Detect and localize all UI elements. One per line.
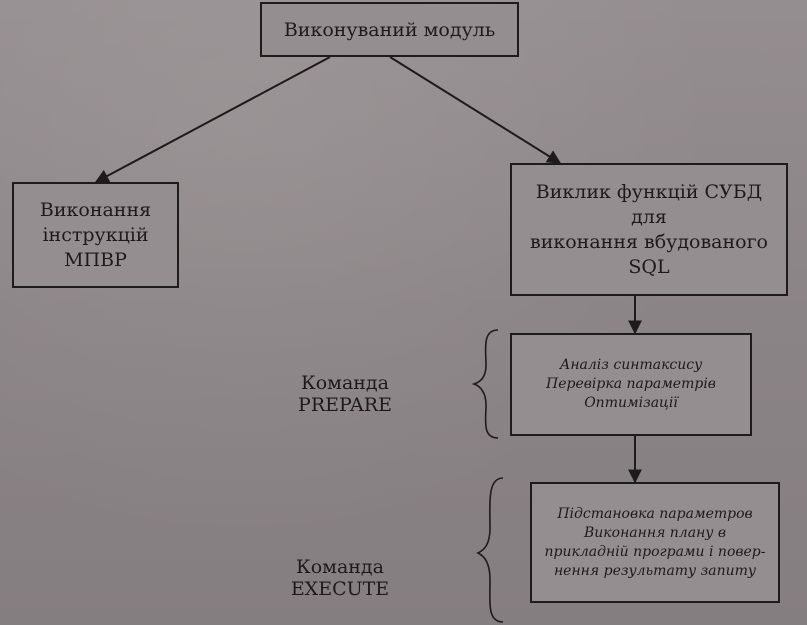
mpvr-line-2: інструкцій (42, 223, 149, 246)
prepare-step-syntax: Аналіз синтаксису (559, 357, 703, 373)
execute-step-3: прикладній програми і повер- (544, 543, 766, 560)
mpvr-execution-box: Виконання інструкцій МПВР (12, 182, 179, 288)
execute-command-label: Команда EXECUTE (255, 556, 425, 600)
executable-module-label: Виконуваний модуль (283, 18, 496, 41)
dbms-call-line-3: виконання вбудованого (530, 230, 768, 253)
executable-module-box: Виконуваний модуль (260, 2, 519, 57)
execute-step-2: Виконання плану в (583, 524, 727, 541)
prepare-command-word: Команда (301, 372, 389, 394)
dbms-call-line-1: Виклик функцій СУБД (535, 180, 763, 203)
execute-step-4: нення результату запиту (553, 562, 757, 579)
prepare-brace (471, 329, 499, 439)
mpvr-line-3: МПВР (64, 248, 127, 271)
execute-brace (476, 477, 504, 623)
prepare-step-params: Перевірка параметрів (546, 376, 716, 392)
prepare-step-optimization: Оптимізації (584, 395, 678, 411)
arrow-to-dbms-call (389, 56, 562, 164)
execute-steps-box: Підстановка параметров Виконання плану в… (530, 482, 780, 603)
prepare-command-label: Команда PREPARE (265, 372, 425, 416)
execute-step-1: Підстановка параметров (557, 505, 753, 522)
execute-command-name: EXECUTE (290, 578, 390, 600)
arrow-to-mpvr (94, 56, 331, 183)
dbms-call-line-4: SQL (628, 255, 670, 278)
mpvr-line-1: Виконання (39, 198, 152, 221)
prepare-command-name: PREPARE (298, 394, 392, 416)
execute-command-word: Команда (296, 556, 384, 578)
dbms-call-line-2: для (631, 205, 667, 228)
prepare-steps-box: Аналіз синтаксису Перевірка параметрів О… (510, 333, 752, 436)
dbms-call-box: Виклик функцій СУБД для виконання вбудов… (510, 163, 788, 296)
